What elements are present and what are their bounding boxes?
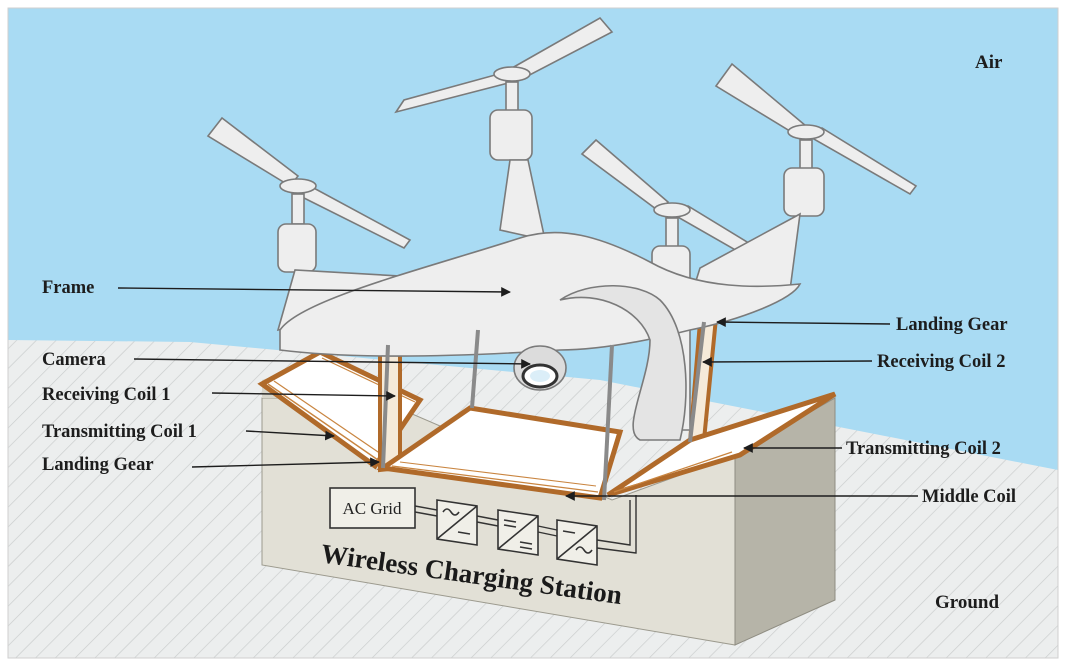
- propeller-icon: [714, 62, 918, 196]
- label-camera: Camera: [42, 350, 106, 370]
- propeller-icon: [394, 16, 614, 114]
- power-chain: AC Grid: [329, 487, 637, 566]
- label-landing-gear-right: Landing Gear: [896, 315, 1008, 335]
- propeller-icon: [206, 116, 412, 250]
- middle-coil: [376, 405, 624, 501]
- ground-label: Ground: [935, 592, 1000, 613]
- ac-grid-box: [329, 487, 416, 529]
- dc-ac-inverter-icon: [556, 519, 598, 566]
- label-receiving-coil-1: Receiving Coil 1: [42, 385, 170, 405]
- label-landing-gear-left: Landing Gear: [42, 455, 154, 475]
- landing-gear-legs: [381, 321, 706, 501]
- dc-dc-converter-icon: [497, 509, 539, 556]
- ac-grid-label: AC Grid: [342, 499, 402, 518]
- transmitting-coil-2: [606, 391, 837, 498]
- figure-border: [7, 7, 1059, 659]
- label-middle-coil: Middle Coil: [922, 487, 1016, 507]
- air-label: Air: [975, 52, 1003, 73]
- label-frame: Frame: [42, 278, 94, 298]
- label-transmitting-coil-1: Transmitting Coil 1: [42, 422, 197, 442]
- label-receiving-coil-2: Receiving Coil 2: [877, 352, 1005, 372]
- ac-dc-converter-icon: [436, 499, 478, 546]
- label-transmitting-coil-2: Transmitting Coil 2: [846, 439, 1001, 459]
- callout-arrows: [117, 287, 918, 501]
- drone: [206, 16, 918, 441]
- camera-icon: [513, 345, 567, 391]
